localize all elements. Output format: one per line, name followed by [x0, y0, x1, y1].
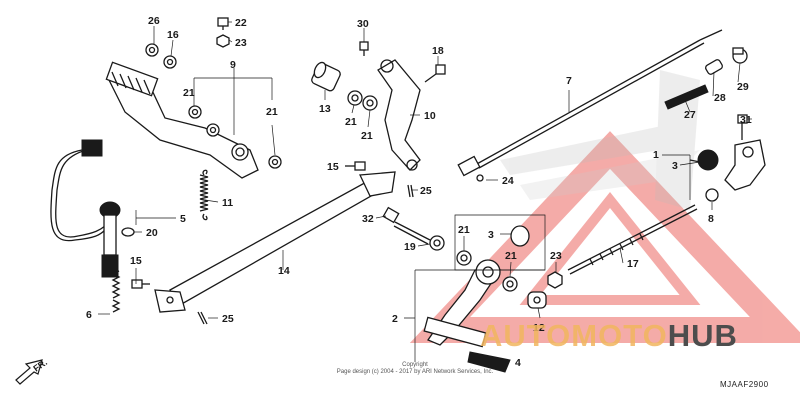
washers-21-arm [347, 90, 378, 111]
callout-30: 30 [357, 18, 369, 30]
callout-32: 32 [362, 213, 374, 225]
watermark-word-b: HUB [667, 318, 738, 353]
front-direction-arrow-icon [15, 359, 43, 385]
callout-21f: 21 [505, 250, 517, 262]
brake-switch-wire [50, 139, 135, 278]
callout-28: 28 [714, 92, 726, 104]
spring-11 [199, 169, 209, 221]
collar-13 [311, 61, 341, 92]
callout-6: 6 [86, 309, 92, 321]
callout-5: 5 [180, 213, 186, 225]
callout-15a: 15 [327, 161, 339, 173]
callout-21a: 21 [183, 87, 195, 99]
spring-6 [111, 270, 121, 313]
nut-23-lower [547, 271, 563, 289]
callout-20: 20 [146, 227, 158, 239]
callout-25a: 25 [420, 185, 432, 197]
washer-19 [429, 235, 445, 251]
cable-7 [457, 29, 723, 182]
diagram-code: MJAAF2900 [720, 380, 769, 389]
cotter-pin-25 [197, 184, 414, 325]
callout-18: 18 [432, 45, 444, 57]
collar-3 [510, 225, 530, 247]
leader-lines [98, 21, 752, 363]
rod-17 [567, 204, 698, 275]
callout-26: 26 [148, 15, 160, 27]
brake-pedal-arm [105, 61, 259, 179]
callout-21d: 21 [361, 130, 373, 142]
callout-3b: 3 [488, 229, 494, 241]
bolt-22 [216, 17, 230, 48]
washer-8 [705, 188, 719, 202]
callout-23: 23 [235, 37, 247, 49]
bolt-30 [359, 41, 369, 56]
callout-17: 17 [627, 258, 639, 270]
bolt-32 [382, 206, 431, 245]
spring-27 [664, 84, 709, 110]
pin-15 [131, 161, 366, 289]
callout-10: 10 [424, 110, 436, 122]
callout-3a: 3 [672, 160, 678, 172]
cap-29 [732, 47, 748, 64]
copyright-line-1: Copyright [402, 362, 428, 368]
callout-25b: 25 [222, 313, 234, 325]
callout-labels: 26 16 22 23 9 21 21 30 18 7 13 21 21 10 … [86, 15, 752, 369]
callout-1: 1 [653, 149, 659, 161]
watermark-word-a: AUTOMOTO [480, 318, 668, 353]
callout-8: 8 [708, 213, 714, 225]
callout-11: 11 [222, 197, 233, 209]
callout-12: 12 [533, 322, 545, 334]
callout-15b: 15 [130, 255, 142, 267]
callout-31: 31 [740, 114, 752, 126]
watermark-text: AUTOMOTOHUB [480, 318, 738, 354]
callout-14: 14 [278, 265, 290, 277]
callout-13: 13 [319, 103, 331, 115]
callout-19: 19 [404, 241, 416, 253]
bolt-18 [424, 64, 446, 83]
callout-22: 22 [235, 17, 247, 29]
shift-pedal-2 [423, 259, 511, 373]
lever-1 [689, 139, 766, 191]
shift-arm-10 [377, 59, 421, 171]
callout-21b: 21 [266, 106, 278, 118]
callout-2: 2 [392, 313, 398, 325]
callout-23b: 23 [550, 250, 562, 262]
callout-21e: 21 [458, 224, 470, 236]
callout-27: 27 [684, 109, 696, 121]
callout-4: 4 [515, 357, 521, 369]
callout-24: 24 [502, 175, 514, 187]
callout-16: 16 [167, 29, 179, 41]
callout-7: 7 [566, 75, 572, 87]
joint-12 [527, 291, 547, 309]
brake-rod-14 [154, 171, 396, 313]
callout-9: 9 [230, 59, 236, 71]
callout-21c: 21 [345, 116, 357, 128]
sleeve-28 [705, 59, 723, 75]
washer-parts [145, 43, 282, 169]
copyright-line-2: Page design (c) 2004 - 2017 by ARI Netwo… [336, 369, 494, 375]
callout-29: 29 [737, 81, 749, 93]
copyright-notice: Copyright Page design (c) 2004 - 2017 by… [300, 362, 530, 376]
